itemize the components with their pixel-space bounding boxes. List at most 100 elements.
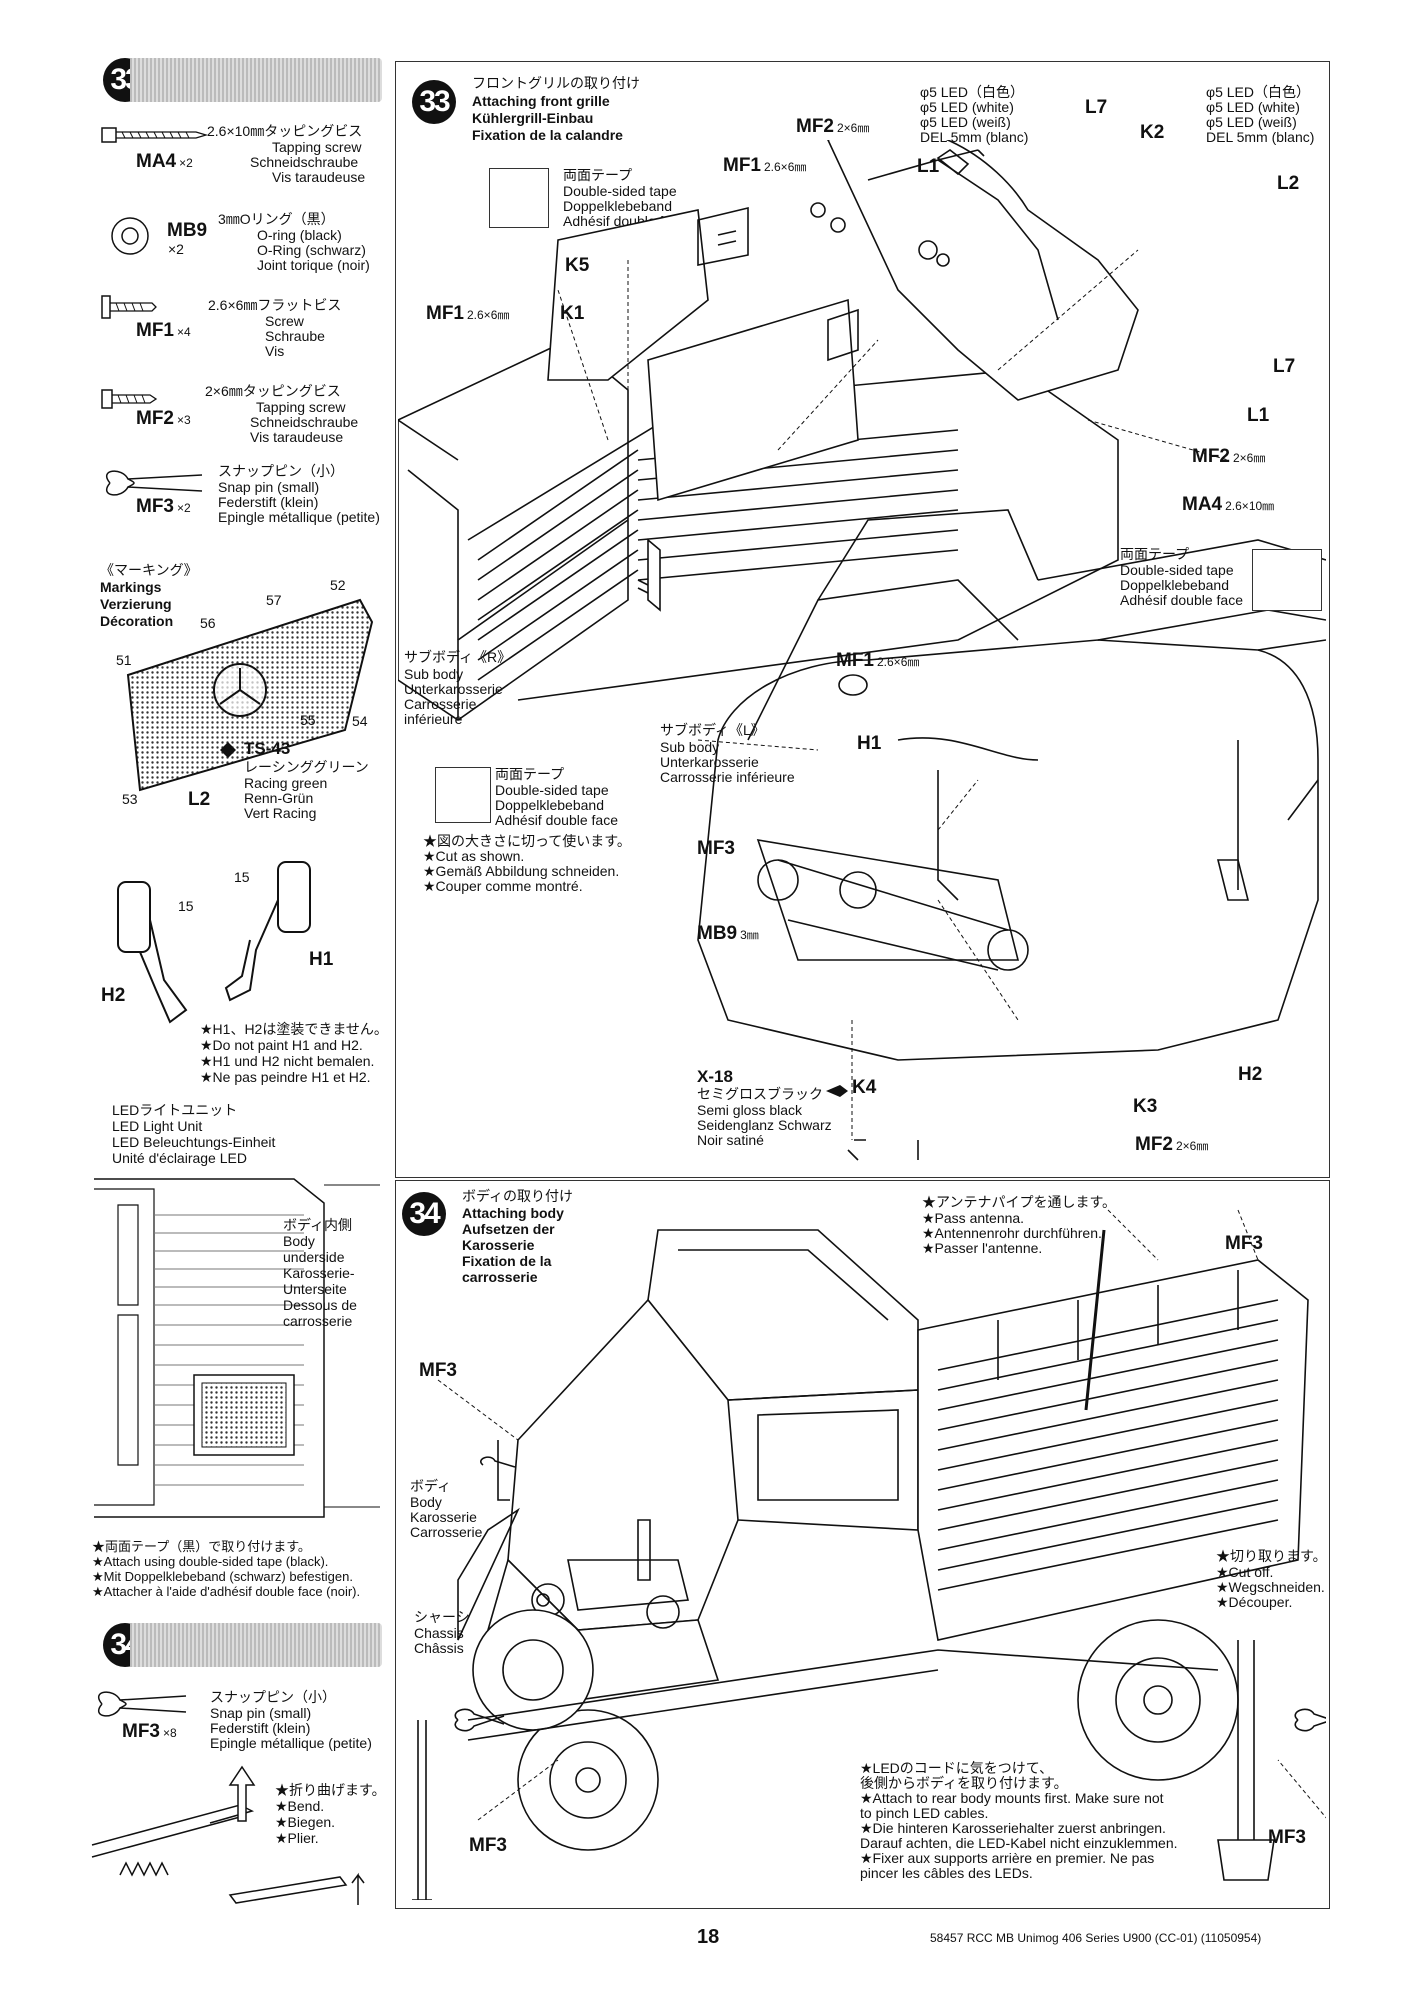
mirror-note: ★Do not paint H1 and H2.: [200, 1037, 363, 1053]
marking-num: 51: [116, 652, 132, 668]
step-number-34: 34: [402, 1192, 446, 1236]
led-white-en: φ5 LED (white): [1206, 99, 1300, 115]
x18-en: Semi gloss black: [697, 1102, 803, 1118]
underside-fr: Dessous de: [283, 1297, 357, 1313]
label-l7: L7: [1273, 356, 1296, 377]
mirror-note: ★H1、H2は塗装できません。: [200, 1021, 388, 1037]
tape-de: Doppelklebeband: [495, 797, 604, 813]
part-de: Schneidschraube: [250, 414, 359, 430]
underside-de: Karosserie-: [283, 1265, 355, 1281]
part-de: Schraube: [265, 328, 325, 344]
step-title-en: Attaching body: [462, 1205, 564, 1221]
part-en: Tapping screw: [272, 139, 362, 155]
led-de: LED Beleuchtungs-Einheit: [112, 1134, 276, 1150]
antenna-note: ★Pass antenna.: [922, 1210, 1025, 1226]
product-code: 58457 RCC MB Unimog 406 Series U900 (CC-…: [930, 1931, 1262, 1945]
step-title-jp: フロントグリルの取り付け: [472, 75, 640, 91]
markings-en: Markings: [100, 579, 162, 595]
page-number: 18: [697, 1926, 720, 1948]
part-de: Schneidschraube: [250, 154, 359, 170]
tapping-screw-icon: [101, 127, 209, 143]
chassis-fr: Châssis: [414, 1640, 464, 1656]
label-k4: K4: [852, 1077, 877, 1098]
part-jp: 2.6×6㎜フラットビス: [208, 297, 342, 313]
marking-num: 52: [330, 577, 346, 593]
led-cord-note: ★Fixer aux supports arrière en premier. …: [860, 1850, 1155, 1866]
label-h2: H2: [1238, 1064, 1263, 1085]
label-k3: K3: [1133, 1096, 1158, 1117]
subbody-l-en: Sub body: [660, 739, 720, 755]
step33-panel: [395, 61, 1330, 1178]
part-fr: Vis: [265, 343, 285, 359]
part-de: O-Ring (schwarz): [257, 242, 366, 258]
snap-pin-icon: [98, 1691, 187, 1717]
label-mf3: MF3: [419, 1360, 457, 1381]
body-jp: ボディ: [410, 1478, 452, 1494]
markings-jp: 《マーキング》: [100, 562, 198, 578]
subbody-r-jp: サブボディ《R》: [404, 649, 512, 665]
step-title-en: Attaching front grille: [472, 93, 610, 109]
led-white-de: φ5 LED (weiß): [1206, 114, 1297, 130]
chassis-en: Chassis: [414, 1625, 464, 1641]
paint-code: TS-43: [244, 739, 291, 758]
part-qty: ×2: [168, 241, 184, 257]
tape-note: ★両面テープ（黒）で取り付けます。: [92, 1539, 311, 1554]
underside-de2: Unterseite: [283, 1281, 347, 1297]
led-white-de: φ5 LED (weiß): [920, 114, 1011, 130]
o-ring-icon: [111, 217, 149, 255]
paint-en: Racing green: [244, 775, 328, 791]
tape-en: Double-sided tape: [495, 782, 609, 798]
tape-template-box: [489, 168, 549, 228]
part-jp: 2.6×10㎜タッピングビス: [207, 123, 363, 139]
step-title-de2: Karosserie: [462, 1237, 535, 1253]
tapping-screw-icon: [101, 389, 158, 409]
marking-num: 56: [200, 615, 216, 631]
led-en: LED Light Unit: [112, 1118, 203, 1134]
antenna-note: ★アンテナパイプを通します。: [922, 1194, 1117, 1210]
led-white-fr: DEL 5mm (blanc): [920, 129, 1029, 145]
part-code-mf1: MF1×4: [136, 320, 191, 341]
subbody-l-de: Unterkarosserie: [660, 754, 759, 770]
tape-template-box: [1252, 549, 1322, 611]
mirror-parts-drawing: [117, 861, 311, 1024]
label-k5: K5: [565, 255, 590, 276]
mirror-num: 15: [178, 898, 194, 914]
marking-num: 57: [266, 592, 282, 608]
label-mf3: MF3: [469, 1835, 507, 1856]
tape-en: Double-sided tape: [1120, 562, 1234, 578]
part-fr: Vis taraudeuse: [250, 429, 344, 445]
antenna-note: ★Antennenrohr durchführen.: [922, 1225, 1102, 1241]
step-bar: [130, 58, 382, 102]
led-cord-note: ★Attach to rear body mounts first. Make …: [860, 1790, 1164, 1806]
part-code-mb9: MB9: [167, 220, 208, 241]
led-cord-note: pincer les câbles des LEDs.: [860, 1865, 1033, 1881]
label-mf3: MF3: [1225, 1233, 1263, 1254]
led-white-fr: DEL 5mm (blanc): [1206, 129, 1315, 145]
tape-en: Double-sided tape: [563, 183, 677, 199]
step33-assembly-drawing: [398, 140, 1326, 1161]
label-k2: K2: [1140, 122, 1165, 143]
led-cord-note: 後側からボディを取り付けます。: [860, 1775, 1068, 1791]
tape-note: ★Attacher à l'aide d'adhésif double face…: [92, 1584, 361, 1599]
part-en: Snap pin (small): [210, 1705, 312, 1721]
part-code-mf3: MF3×2: [136, 496, 191, 517]
step-bar: [130, 1623, 382, 1667]
x18-fr: Noir satiné: [697, 1132, 764, 1148]
part-jp: 2×6㎜タッピングビス: [205, 383, 341, 399]
antenna-note: ★Passer l'antenne.: [922, 1240, 1043, 1256]
marking-num: 53: [122, 791, 138, 807]
step34-panel: [395, 1180, 1330, 1909]
mirror-num: 15: [234, 869, 250, 885]
led-cord-note: to pinch LED cables.: [860, 1805, 989, 1821]
subbody-l-fr: Carrosserie inférieure: [660, 769, 795, 785]
part-jp: スナップピン（小）: [210, 1689, 336, 1705]
body-underside-drawing: [94, 1178, 380, 1518]
tape-de: Doppelklebeband: [1120, 577, 1229, 593]
